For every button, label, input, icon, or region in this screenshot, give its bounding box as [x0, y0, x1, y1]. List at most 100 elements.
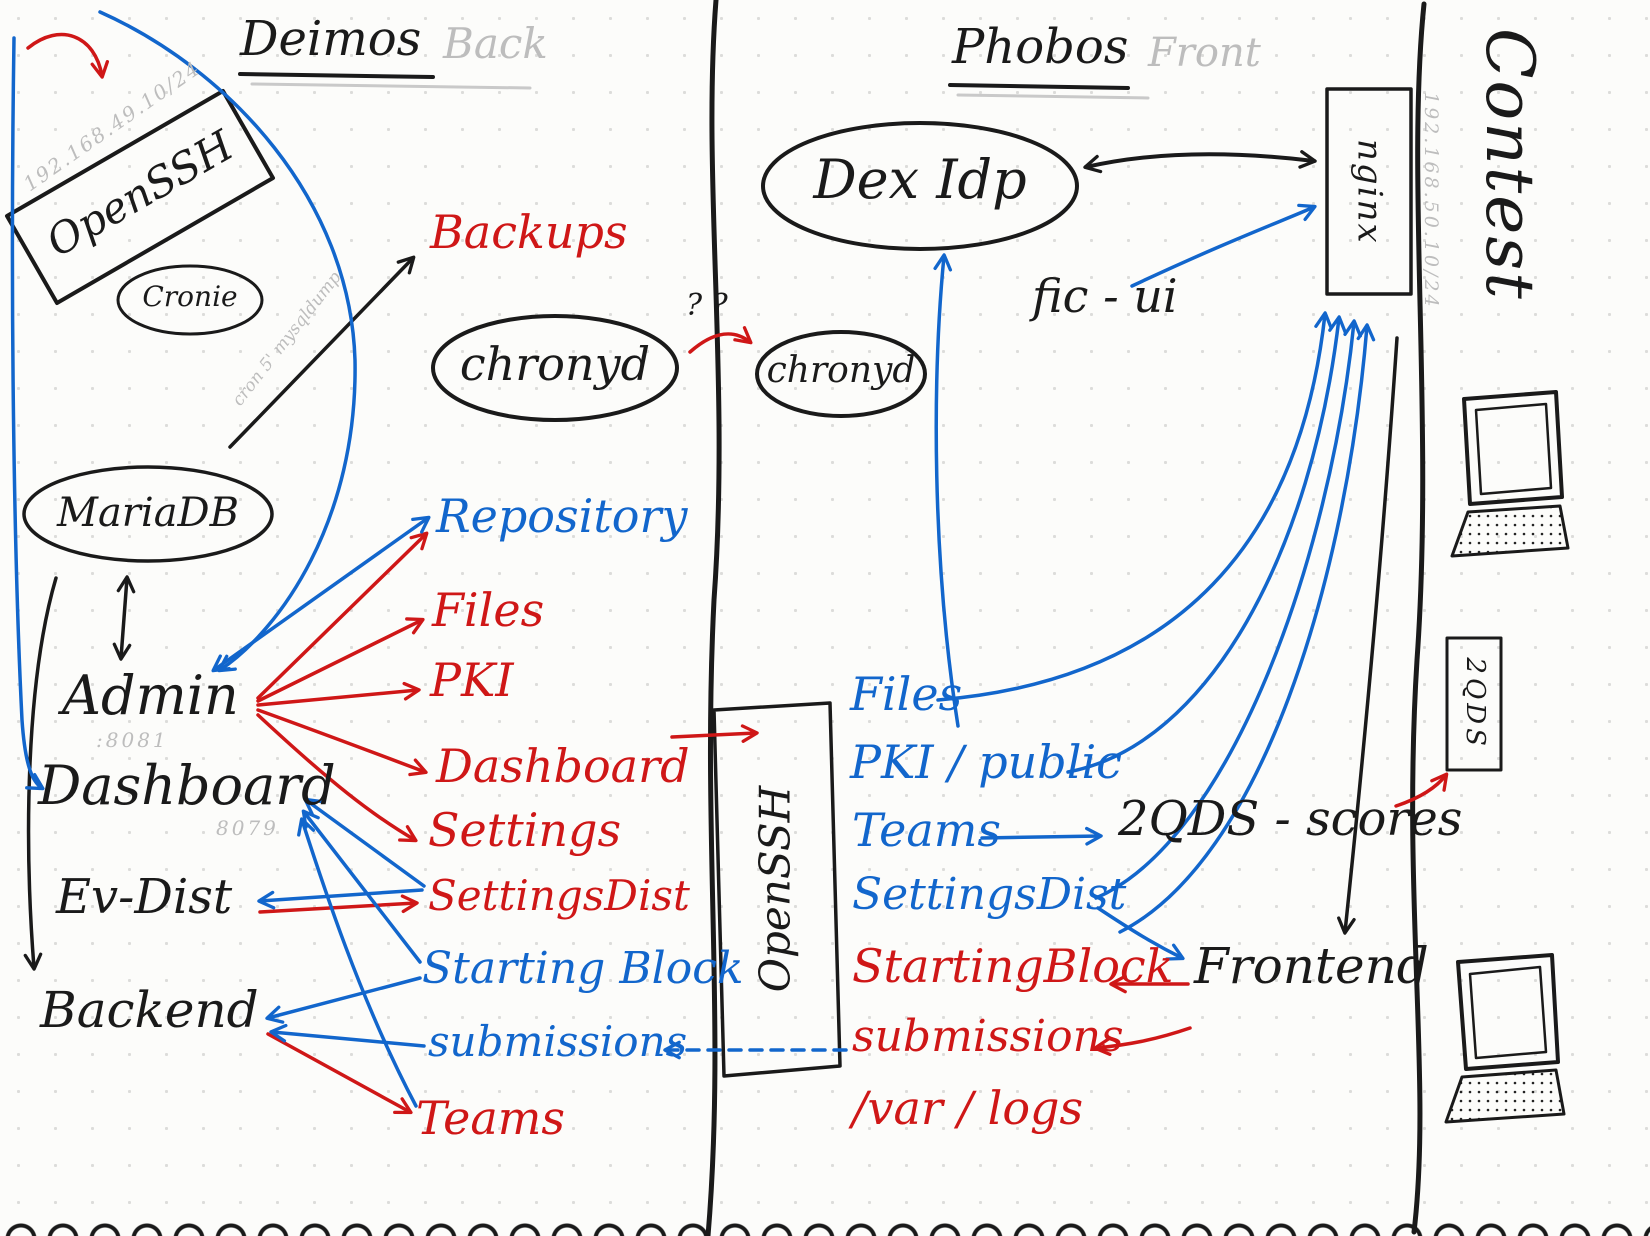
settingsdist-left-label: SettingsDist: [428, 871, 690, 920]
repository-label: Repository: [436, 489, 688, 543]
arrow-settingsdist-to-frontend: [1096, 906, 1185, 961]
files-mid-label: Files: [850, 667, 963, 721]
backend-label: Backend: [40, 981, 259, 1039]
deimos-subtitle: Back: [443, 19, 548, 68]
dashboard-left-label: Dashboard: [436, 739, 690, 793]
backups-label: Backups: [430, 205, 628, 259]
arrow-evdist-settingsdist: [258, 894, 419, 914]
chronyd-right-label: chronyd: [766, 350, 916, 391]
settings-label: Settings: [428, 803, 622, 857]
phobos-title: Phobos: [952, 19, 1129, 75]
arrow-mariadb-admin: [112, 575, 136, 661]
arrow-settingsdist-to-dashboard: [303, 797, 426, 888]
qds-scores-label: 2QDS - scores: [1118, 791, 1463, 847]
contest-title: Contest: [1471, 28, 1548, 301]
deimos-underline: [238, 72, 435, 79]
frontend-label: Frontend: [1194, 937, 1429, 995]
dexidp-label: Dex Idp: [813, 148, 1027, 211]
admin-label: Admin: [62, 664, 239, 727]
qds-box: [1445, 636, 1503, 772]
startingblock-left-label: Starting Block: [422, 943, 744, 994]
question-marks: ? ?: [686, 288, 728, 323]
phobos-underline-gray: [956, 93, 1150, 100]
chronyd-right-ellipse: [755, 330, 927, 418]
settingsdist-mid-label: SettingsDist: [852, 869, 1127, 920]
openssh-mid-wrap: OpenSSH: [716, 706, 834, 1072]
nginx-label: nginx: [1349, 138, 1390, 245]
arrow-settingsdist-to-nginx: [1094, 319, 1362, 900]
pki-public-label: PKI / public: [850, 735, 1122, 789]
arrow-to-openssh-mid: [670, 724, 759, 743]
openssh-mid-box: [712, 701, 842, 1078]
submissions-mid-label: submissions: [852, 1011, 1124, 1062]
phobos-ip: 192.168.50.10/24: [1420, 92, 1442, 310]
arrow-dexidp-nginx: [1083, 150, 1317, 174]
mariadb-ellipse: [22, 465, 274, 563]
arrow-teams-to-dashboard: [297, 817, 418, 1108]
submissions-left-label: submissions: [428, 1017, 688, 1066]
arrow-frontend-submissions: [1093, 1026, 1192, 1057]
dexidp-ellipse: [761, 121, 1079, 251]
arrow-submissions-to-backend: [269, 1023, 426, 1048]
arrow-settingsdist-to-evdist: [257, 888, 424, 910]
laptop-1-screen: [1462, 390, 1564, 506]
deimos-title: Deimos: [240, 11, 422, 67]
phobos-underline: [948, 83, 1130, 90]
ficui-label: fic - ui: [1032, 269, 1178, 323]
laptop-2-screen: [1456, 953, 1560, 1071]
qds-box-wrap: 2QDS: [1447, 638, 1501, 770]
cronie-ellipse: [116, 264, 264, 336]
arrow-to-qds-box: [1394, 772, 1449, 808]
deimos-underline-gray: [250, 82, 532, 90]
arrow-admin-repository-red: [256, 531, 429, 700]
arrow-files-to-nginx: [936, 311, 1333, 702]
teams-left-label: Teams: [416, 1091, 565, 1145]
files-left-label: Files: [432, 583, 545, 637]
cronie-label: Cronie: [142, 280, 238, 313]
evdist-label: Ev-Dist: [56, 869, 233, 925]
arrow-up-to-dexidp: [933, 253, 960, 728]
startingblock-mid-label: StartingBlock: [852, 939, 1174, 993]
chronyd-left-label: chronyd: [459, 337, 651, 391]
arrow-topleft-red: [26, 32, 110, 79]
divider-left: [705, 0, 722, 1236]
qds-box-label: 2QDS: [1459, 657, 1490, 751]
arrow-admin-files: [256, 617, 425, 703]
arrow-admin-dashboard: [256, 708, 428, 777]
teams-mid-label: Teams: [852, 803, 1001, 857]
bottom-scallop-edge: [0, 1206, 1650, 1236]
nginx-box: [1325, 87, 1413, 296]
arrow-startingblock-to-dashboard: [301, 809, 422, 964]
admin-port: :8081: [96, 728, 169, 752]
phobos-subtitle: Front: [1148, 30, 1261, 76]
arrow-admin-repository-blue: [211, 515, 431, 673]
arrow-teams-to-qdsscores: [980, 826, 1103, 846]
varlogs-label: /var / logs: [852, 1081, 1084, 1135]
arrow-swoop-4-to-nginx: [1118, 323, 1376, 934]
divider-right: [1410, 1, 1427, 1235]
openssh-mid-label: OpenSSH: [749, 785, 799, 993]
pki-left-label: PKI: [430, 653, 514, 707]
dashboard-port: 8079: [216, 816, 279, 840]
arrow-admin-to-backend: [23, 576, 58, 971]
dashboard-node-label: Dashboard: [38, 754, 336, 817]
laptop-2-screen-inner: [1468, 965, 1548, 1060]
nginx-label-wrap: nginx: [1327, 89, 1411, 294]
arrow-pkipublic-to-nginx: [1066, 315, 1347, 774]
laptop-2-keyboard: [1444, 1068, 1566, 1124]
arrow-admin-pki: [256, 681, 421, 707]
arrow-nginx-to-frontend: [1337, 336, 1399, 935]
arrow-admin-settings: [256, 713, 418, 843]
laptop-1-screen-inner: [1474, 402, 1553, 496]
arrow-ficui-to-nginx: [1130, 203, 1317, 288]
openssh-left-box: [5, 89, 275, 305]
arrow-backend-teams: [266, 1032, 413, 1115]
arrow-startingblock-to-backend: [265, 976, 422, 1024]
chronyd-left-ellipse: [431, 314, 679, 422]
arrow-cron-to-backups: [228, 255, 416, 449]
laptop-1-keyboard: [1450, 504, 1570, 558]
arrow-left-edge-to-dashboard: [10, 36, 45, 791]
arrow-chronyd-chronyd: [688, 326, 753, 354]
